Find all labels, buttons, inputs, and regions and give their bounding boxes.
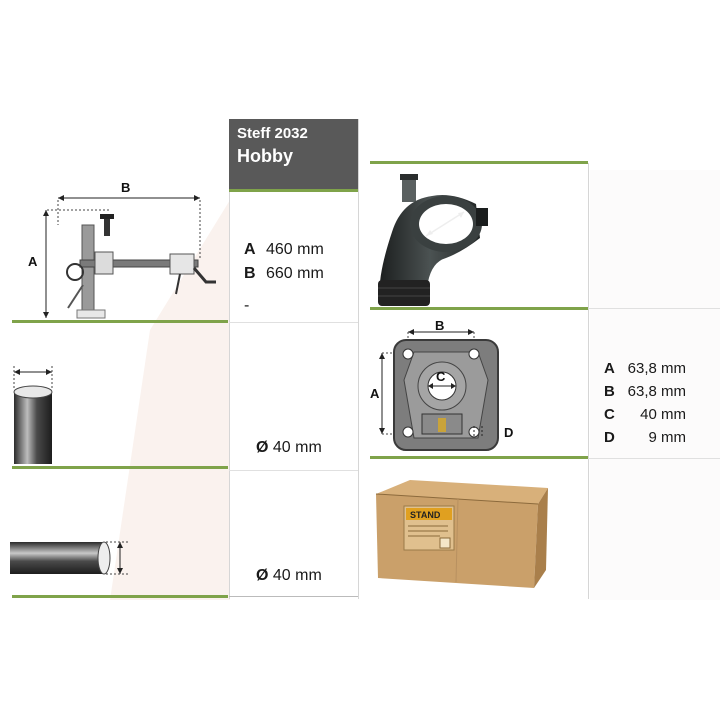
divider-h-2 — [229, 470, 358, 471]
row2-diameter: Ø 40 mm — [256, 439, 322, 456]
box-label: STAND — [410, 510, 441, 520]
divider-vertical-3 — [588, 163, 589, 599]
divider-h-4 — [588, 458, 720, 459]
base-dim-label-c: C — [436, 369, 446, 384]
dim-label-a: A — [28, 254, 38, 269]
divider-h-3 — [588, 308, 720, 309]
green-rule-row3-mid — [229, 596, 358, 597]
divider-vertical-2 — [358, 119, 359, 599]
divider-h-1 — [229, 322, 358, 323]
base-dim-label-a: A — [370, 386, 380, 401]
horizontal-tube-drawing — [10, 541, 128, 575]
clamp-photo — [378, 174, 488, 306]
green-rule-row2 — [12, 466, 228, 469]
green-rule-row2-right — [370, 456, 588, 459]
divider-vertical-1 — [229, 119, 230, 599]
row3-diameter: Ø 40 mm — [256, 567, 322, 584]
stand-drawing: B A — [28, 180, 216, 319]
green-rule-row1-right — [370, 307, 588, 310]
green-rule-row3 — [12, 595, 228, 598]
dim-label-b: B — [121, 180, 130, 195]
base-dim-label-d: D — [504, 425, 513, 440]
model-name: Steff 2032 — [237, 125, 308, 142]
green-rule-row1 — [12, 320, 228, 323]
base-plate-drawing: B A C D — [370, 320, 513, 451]
vertical-tube-drawing — [13, 366, 53, 464]
row1-dash: - — [244, 297, 250, 314]
box-photo: STAND — [375, 480, 548, 588]
green-rule-right-top — [370, 161, 588, 164]
base-dim-label-b: B — [435, 320, 444, 333]
model-variant: Hobby — [237, 146, 293, 166]
green-rule-header — [229, 189, 358, 192]
model-header: Steff 2032 Hobby — [229, 119, 358, 190]
